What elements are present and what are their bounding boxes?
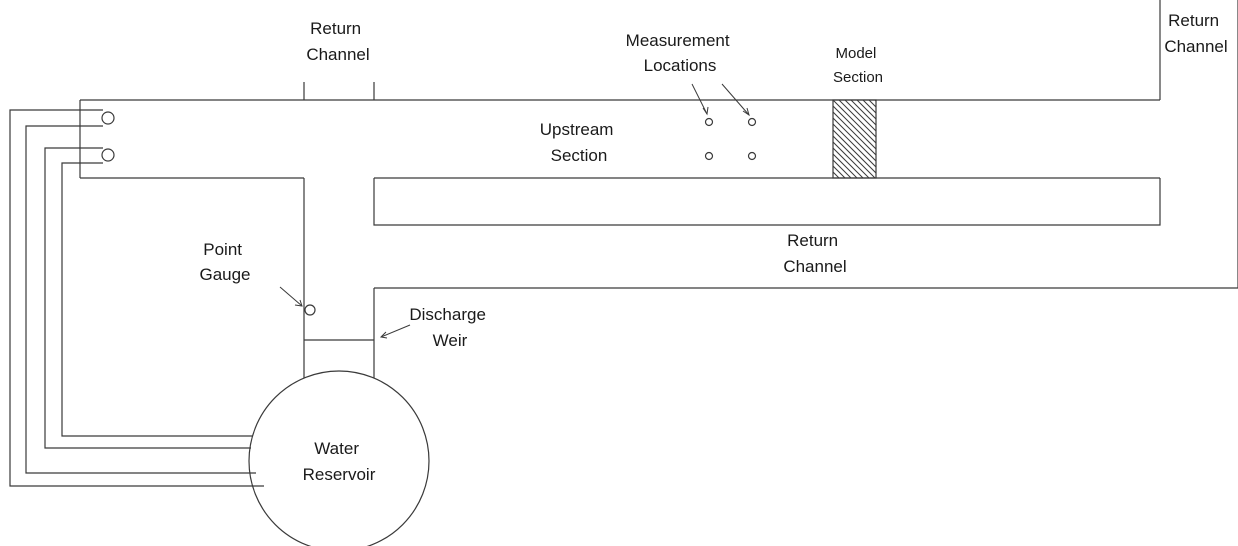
model-section-hatch-line — [833, 159, 852, 178]
model-section-hatch-line — [833, 105, 876, 150]
model-section-hatch-line — [917, 100, 995, 178]
discharge-weir-label: Discharge Weir — [409, 305, 490, 350]
model-section-hatch-line — [911, 100, 989, 178]
model-section-hatch-line — [833, 171, 840, 178]
upstream-section-label: Upstream Section — [540, 120, 618, 165]
model-section-hatch-line — [874, 100, 876, 102]
supply-pipes — [9, 109, 264, 487]
inlet-upper — [101, 111, 115, 125]
model-section-hatch-line — [844, 100, 876, 132]
model-section-hatch-line — [868, 100, 876, 108]
model-section-hatch-line — [923, 100, 1001, 178]
point-gauge-marker — [304, 304, 316, 316]
inlet-lower — [101, 148, 115, 162]
model-section-hatch-line — [935, 100, 1013, 178]
model-section-hatch-line — [953, 100, 1031, 178]
model-section-hatch-line — [833, 141, 870, 178]
model-section-hatch-line — [856, 100, 876, 120]
water-reservoir — [248, 370, 430, 546]
discharge-channel — [303, 178, 375, 378]
model-section-hatch-line — [833, 147, 864, 178]
return-channel-lower — [373, 0, 1238, 289]
measurement-points — [704, 117, 757, 161]
model-section-hatch-line — [838, 100, 876, 138]
return-channel-top-walls — [303, 82, 375, 100]
model-section-hatch-line — [929, 100, 1007, 178]
measurement-locations-label: Measurement Locations — [626, 31, 735, 75]
point-gauge-label: Point Gauge — [199, 240, 250, 284]
model-section-hatch-line — [893, 100, 971, 178]
model-section-hatch-line — [947, 100, 1025, 178]
return-channel-top-label: Return Channel — [306, 19, 369, 64]
model-section-hatch-line — [833, 135, 876, 178]
model-section-hatch-line — [833, 177, 834, 178]
upstream-channel — [79, 0, 1161, 179]
return-channel-right-label: Return Channel — [1164, 11, 1227, 56]
return-channel-middle-label: Return Channel — [783, 231, 846, 276]
model-section-label: Model Section — [833, 45, 883, 86]
model-section-hatch-line — [833, 123, 876, 168]
model-section-hatch-line — [881, 100, 959, 178]
model-section-hatch-line — [905, 100, 983, 178]
model-section-hatch-line — [887, 100, 965, 178]
model-section-hatch-line — [833, 153, 858, 178]
water-reservoir-label: Water Reservoir — [303, 439, 376, 484]
model-section-hatch-line — [833, 117, 876, 162]
model-section-hatch-line — [833, 100, 876, 144]
annotation-arrows — [279, 83, 750, 339]
model-section-hatch-line — [941, 100, 1019, 178]
model-section-hatch-line — [850, 100, 876, 126]
model-section-block — [832, 99, 1031, 179]
model-section-hatch-line — [833, 111, 876, 156]
model-section-hatch-line — [833, 129, 876, 174]
model-section-hatch-line — [899, 100, 977, 178]
